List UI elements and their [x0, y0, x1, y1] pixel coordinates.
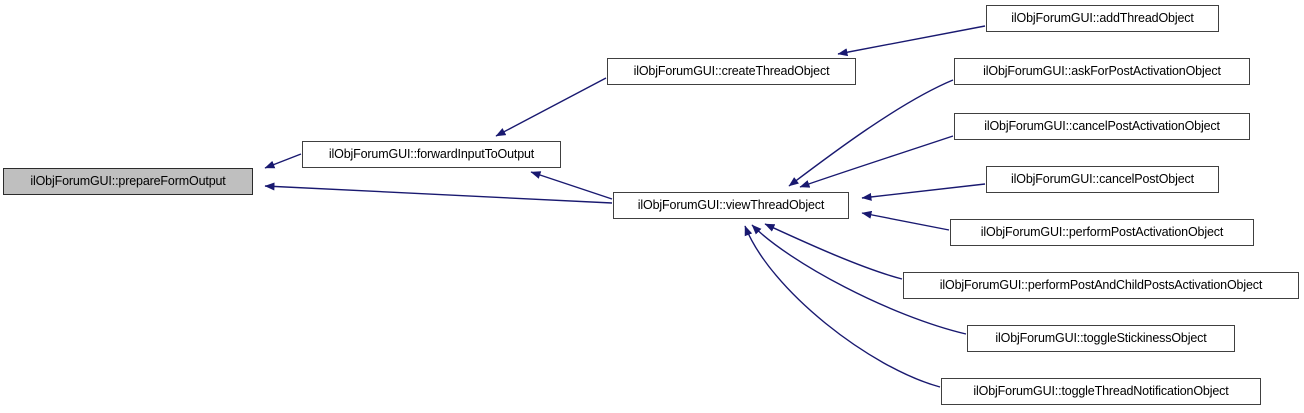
graph-node-label: ilObjForumGUI::addThreadObject: [1011, 11, 1194, 26]
graph-node-label: ilObjForumGUI::toggleStickinessObject: [995, 331, 1207, 346]
graph-node-toggleStickinessObject[interactable]: ilObjForumGUI::toggleStickinessObject: [967, 325, 1235, 352]
graph-node-label: ilObjForumGUI::prepareFormOutput: [30, 174, 226, 189]
graph-node-askForPostActivationObject[interactable]: ilObjForumGUI::askForPostActivationObjec…: [954, 58, 1250, 85]
edge-viewThreadObject-to-prepareFormOutput: [264, 182, 613, 204]
graph-node-cancelPostObject[interactable]: ilObjForumGUI::cancelPostObject: [986, 166, 1219, 193]
graph-node-label: ilObjForumGUI::viewThreadObject: [637, 198, 825, 213]
edge-createThreadObject-to-forwardInputToOutput: [495, 77, 607, 137]
edge-addThreadObject-to-createThreadObject: [837, 25, 986, 57]
graph-node-label: ilObjForumGUI::performPostAndChildPostsA…: [939, 278, 1263, 293]
graph-node-performPostActivationObject[interactable]: ilObjForumGUI::performPostActivationObje…: [950, 219, 1254, 246]
edge-viewThreadObject-to-forwardInputToOutput: [530, 171, 613, 200]
edge-forwardInputToOutput-to-prepareFormOutput: [264, 153, 302, 169]
graph-node-label: ilObjForumGUI::createThreadObject: [633, 64, 830, 79]
edge-cancelPostObject-to-viewThreadObject: [861, 183, 986, 201]
graph-node-prepareFormOutput[interactable]: ilObjForumGUI::prepareFormOutput: [3, 168, 253, 195]
graph-node-label: ilObjForumGUI::toggleThreadNotificationO…: [973, 384, 1229, 399]
edge-toggleThreadNotificationObject-to-viewThreadObject: [744, 225, 941, 388]
edge-cancelPostActivationObject-to-viewThreadObject: [799, 135, 954, 188]
edge-performPostActivationObject-to-viewThreadObject: [861, 210, 950, 231]
graph-node-toggleThreadNotificationObject[interactable]: ilObjForumGUI::toggleThreadNotificationO…: [941, 378, 1261, 405]
edge-performPostAndChildPostsActivationObject-to-viewThreadObject: [764, 223, 903, 280]
graph-node-performPostAndChildPostsActivationObject[interactable]: ilObjForumGUI::performPostAndChildPostsA…: [903, 272, 1299, 299]
graph-node-label: ilObjForumGUI::askForPostActivationObjec…: [983, 64, 1221, 79]
graph-node-label: ilObjForumGUI::performPostActivationObje…: [980, 225, 1224, 240]
edge-askForPostActivationObject-to-viewThreadObject: [788, 79, 954, 187]
graph-node-createThreadObject[interactable]: ilObjForumGUI::createThreadObject: [607, 58, 856, 85]
graph-node-label: ilObjForumGUI::cancelPostObject: [1011, 172, 1194, 187]
graph-node-forwardInputToOutput[interactable]: ilObjForumGUI::forwardInputToOutput: [302, 141, 561, 168]
graph-node-addThreadObject[interactable]: ilObjForumGUI::addThreadObject: [986, 5, 1219, 32]
graph-node-label: ilObjForumGUI::forwardInputToOutput: [328, 147, 535, 162]
graph-node-cancelPostActivationObject[interactable]: ilObjForumGUI::cancelPostActivationObjec…: [954, 113, 1250, 140]
graph-node-label: ilObjForumGUI::cancelPostActivationObjec…: [984, 119, 1220, 134]
graph-node-viewThreadObject[interactable]: ilObjForumGUI::viewThreadObject: [613, 192, 849, 219]
